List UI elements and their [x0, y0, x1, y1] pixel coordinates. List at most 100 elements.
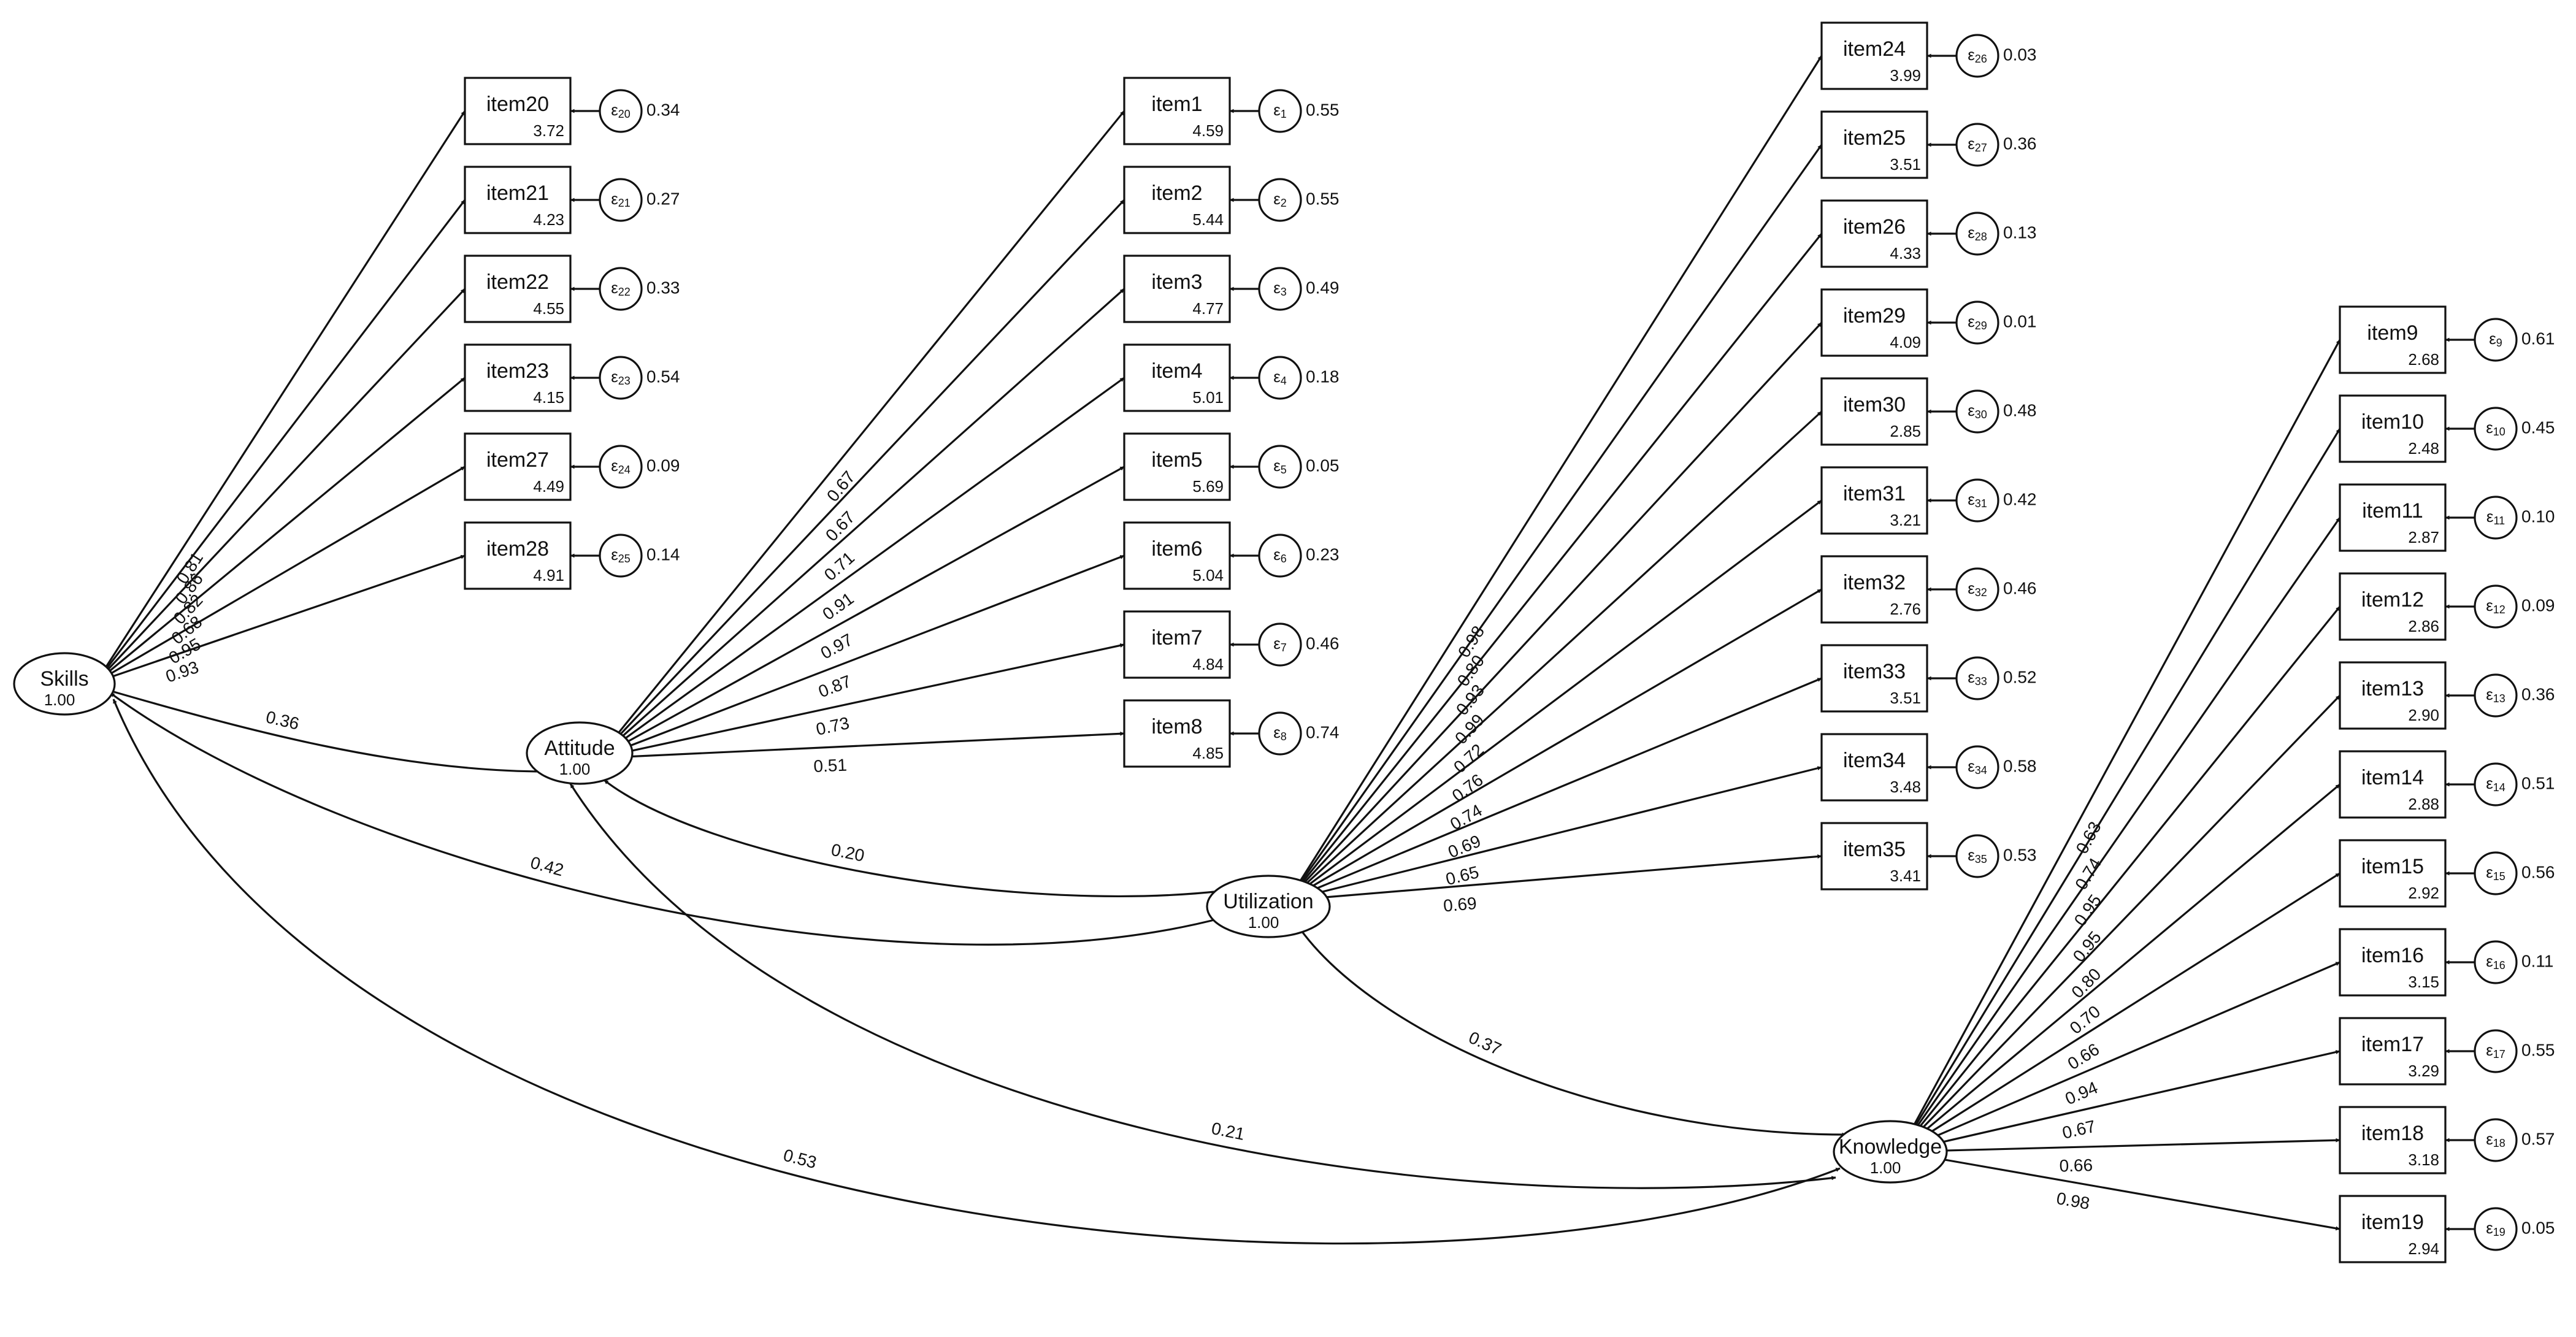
epsilon-glyph: ε	[1273, 367, 1281, 386]
error-symbol: ε23	[611, 367, 631, 387]
epsilon-glyph: ε	[1273, 634, 1281, 653]
item-name: item20	[486, 93, 549, 116]
error-circle	[1955, 567, 1999, 611]
loading-label: 0.73	[815, 713, 851, 739]
item-mean: 2.68	[2408, 350, 2439, 369]
epsilon-glyph: ε	[611, 101, 618, 119]
item-name: item2	[1151, 182, 1202, 205]
item-mean: 4.09	[1890, 333, 1921, 351]
latent-variance: 1.00	[1870, 1159, 1901, 1177]
error-symbol: ε18	[2486, 1130, 2505, 1149]
error-symbol: ε9	[2489, 329, 2502, 349]
item-mean: 4.77	[1192, 299, 1224, 318]
error-circle	[1258, 711, 1302, 756]
item-mean: 2.86	[2408, 617, 2439, 635]
error-circle	[2474, 584, 2518, 629]
error-circle	[1258, 267, 1302, 311]
loading-arrow	[95, 199, 466, 683]
item-box	[2339, 1106, 2447, 1174]
error-variance: 0.74	[1306, 722, 1340, 741]
item-mean: 2.88	[2408, 795, 2439, 813]
item-name: item24	[1843, 37, 1906, 61]
item-name: item7	[1151, 626, 1202, 649]
item-mean: 4.23	[533, 210, 564, 229]
error-index: 2	[1281, 197, 1287, 209]
error-variance: 0.52	[2003, 667, 2037, 686]
loading-label: 0.74	[1447, 800, 1485, 833]
item-mean: 3.41	[1890, 867, 1921, 885]
error-symbol: ε34	[1968, 757, 1987, 776]
error-symbol: ε27	[1968, 134, 1987, 154]
error-variance: 0.42	[2003, 489, 2037, 508]
error-variance: 0.46	[1306, 634, 1340, 653]
item-mean: 2.92	[2408, 884, 2439, 902]
error-circle	[2474, 1118, 2518, 1162]
item-mean: 4.59	[1192, 121, 1224, 140]
loading-arrow	[597, 377, 1125, 759]
epsilon-glyph: ε	[1968, 312, 1975, 331]
item-name: item22	[486, 270, 549, 294]
item-name: item1	[1151, 93, 1202, 116]
error-symbol: ε22	[611, 278, 631, 298]
item-box	[1123, 699, 1231, 768]
loading-arrow	[1898, 694, 2341, 1153]
item-name: item35	[1843, 838, 1906, 861]
error-variance: 0.03	[2003, 45, 2037, 64]
item-box	[1820, 110, 1928, 179]
item-box	[1123, 255, 1231, 323]
item-mean: 5.69	[1192, 477, 1224, 496]
item-mean: 2.94	[2408, 1239, 2439, 1258]
covariance-attitude-utilization	[604, 779, 1221, 897]
error-circle	[1955, 34, 1999, 78]
item-box	[1820, 199, 1928, 268]
epsilon-glyph: ε	[1968, 223, 1975, 242]
epsilon-glyph: ε	[2486, 1219, 2493, 1237]
error-index: 10	[2493, 426, 2505, 438]
covariance-label: 0.21	[1210, 1119, 1247, 1144]
error-index: 9	[2496, 337, 2502, 349]
item-mean: 4.85	[1192, 744, 1224, 762]
item-mean: 2.76	[1890, 600, 1921, 618]
epsilon-glyph: ε	[2486, 952, 2493, 970]
loading-arrow	[597, 110, 1125, 759]
error-circle	[1258, 178, 1302, 222]
item-mean: 2.48	[2408, 439, 2439, 458]
error-circle	[1258, 356, 1302, 400]
error-variance: 0.34	[646, 100, 680, 119]
error-index: 16	[2493, 959, 2505, 971]
error-circle	[1955, 745, 1999, 789]
error-variance: 0.51	[2521, 773, 2555, 792]
error-circle	[2474, 496, 2518, 540]
error-symbol: ε33	[1968, 668, 1987, 688]
error-circle	[1955, 212, 1999, 256]
error-circle	[2474, 940, 2518, 984]
item-name: item28	[486, 537, 549, 561]
loading-arrow	[1898, 517, 2341, 1152]
item-box	[2339, 572, 2447, 641]
error-variance: 0.56	[2521, 862, 2555, 881]
error-symbol: ε35	[1968, 846, 1987, 865]
loading-arrow	[1898, 783, 2341, 1153]
latent-variance: 1.00	[1248, 913, 1279, 932]
item-name: item13	[2361, 677, 2424, 700]
latent-attitude	[526, 721, 634, 785]
item-name: item9	[2367, 321, 2418, 345]
epsilon-glyph: ε	[2486, 774, 2493, 792]
error-variance: 0.48	[2003, 400, 2037, 419]
error-symbol: ε17	[2486, 1041, 2505, 1060]
epsilon-glyph: ε	[1273, 456, 1281, 475]
error-index: 25	[618, 553, 631, 565]
error-variance: 0.57	[2521, 1129, 2555, 1148]
item-mean: 5.04	[1192, 566, 1224, 584]
error-index: 4	[1281, 375, 1287, 387]
item-mean: 4.84	[1192, 655, 1224, 673]
error-variance: 0.13	[2003, 223, 2037, 242]
error-circle	[1955, 389, 1999, 434]
error-circle	[2474, 407, 2518, 451]
epsilon-glyph: ε	[1273, 101, 1281, 119]
item-name: item18	[2361, 1122, 2424, 1145]
item-name: item14	[2361, 766, 2424, 789]
error-symbol: ε30	[1968, 401, 1987, 421]
item-mean: 4.55	[533, 299, 564, 318]
